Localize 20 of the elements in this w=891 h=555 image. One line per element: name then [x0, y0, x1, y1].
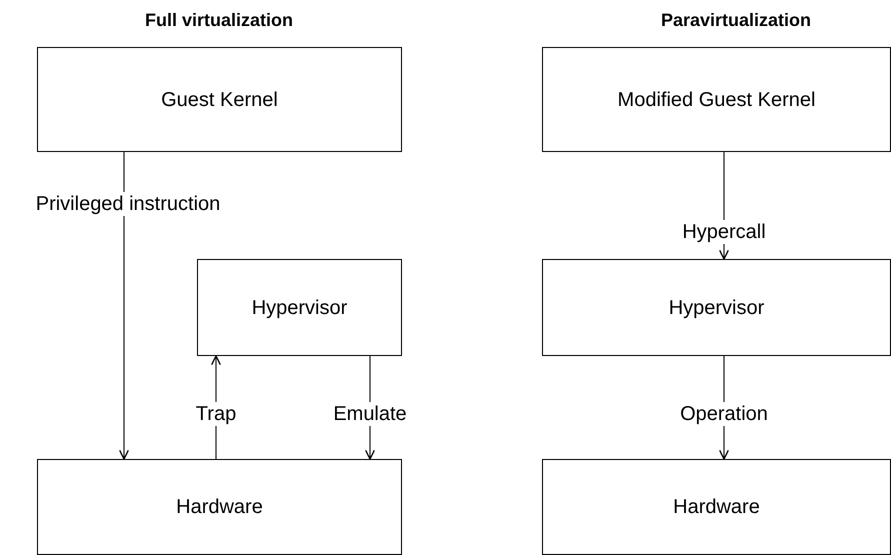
edge-label: Trap — [194, 402, 238, 426]
box-label: Hardware — [176, 495, 263, 519]
edge-label: Operation — [679, 402, 769, 426]
edge-label: Hypercall — [681, 220, 767, 244]
column-title: Full virtualization — [145, 10, 293, 31]
process-box — [197, 259, 402, 356]
box-label: Hypervisor — [668, 296, 764, 320]
edge-label: Privileged instruction — [34, 192, 222, 216]
process-box — [37, 47, 402, 152]
box-label: Modified Guest Kernel — [618, 88, 816, 112]
box-label: Hypervisor — [252, 296, 348, 320]
process-box — [542, 259, 891, 356]
column-title: Paravirtualization — [660, 10, 812, 31]
edge-label: Emulate — [332, 402, 408, 426]
process-box — [542, 459, 891, 555]
box-label: Guest Kernel — [161, 88, 278, 112]
process-box — [542, 47, 891, 152]
box-label: Hardware — [673, 495, 760, 519]
arrow — [118, 152, 130, 460]
process-box — [37, 459, 402, 555]
